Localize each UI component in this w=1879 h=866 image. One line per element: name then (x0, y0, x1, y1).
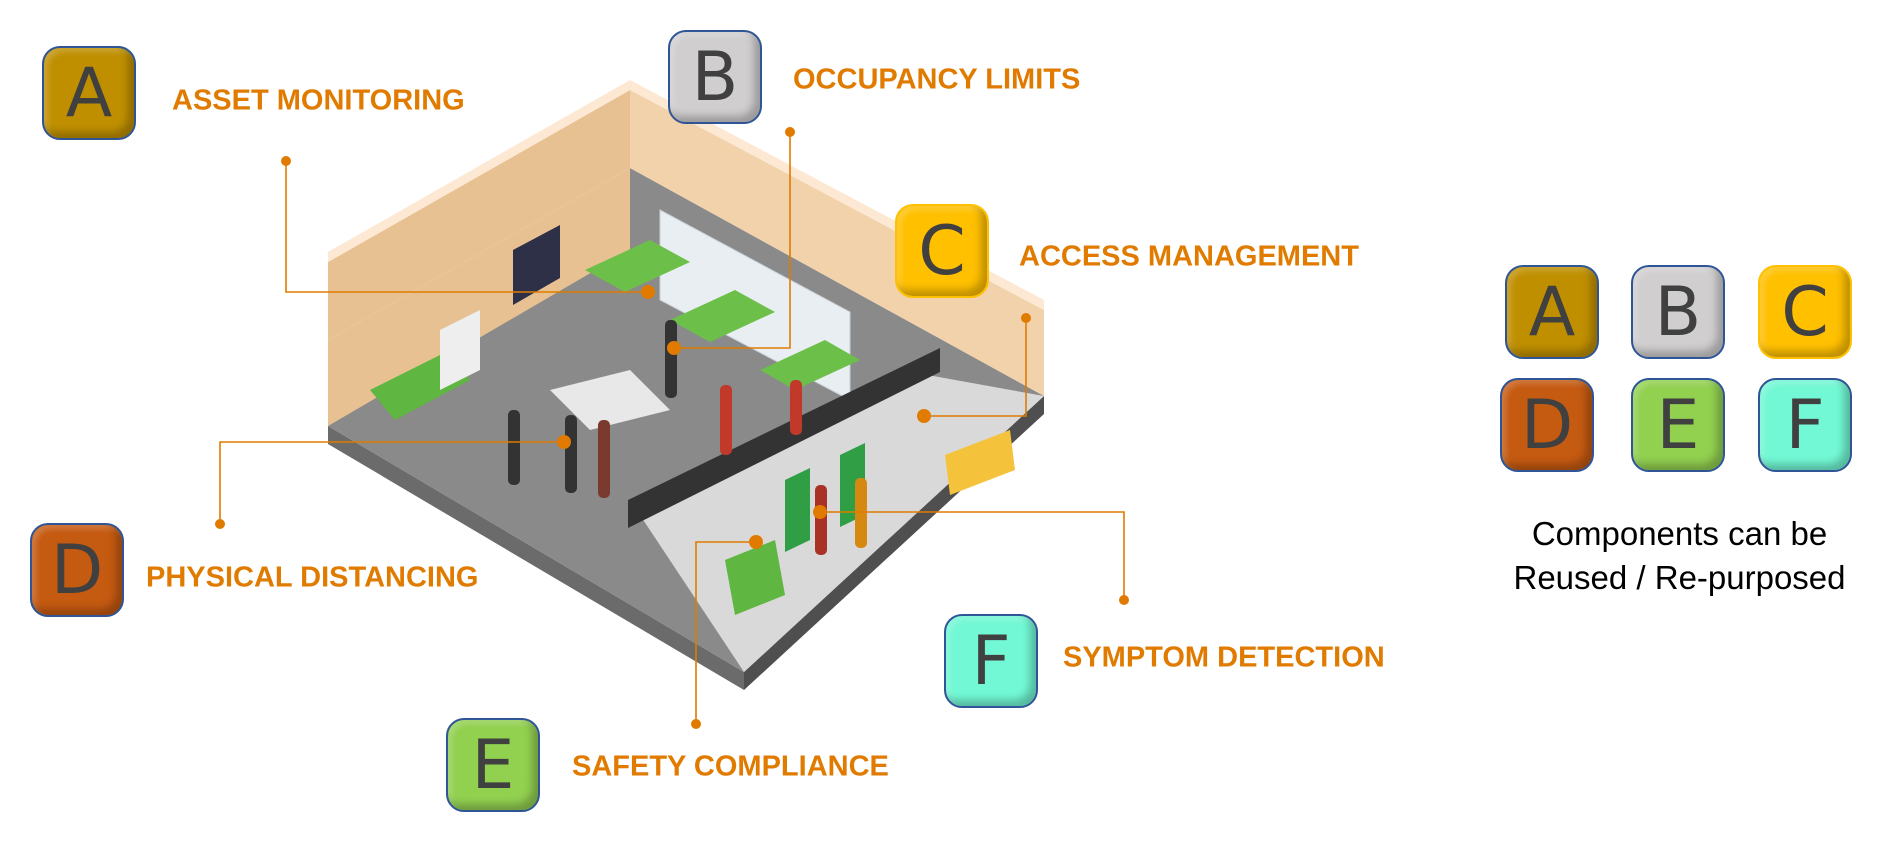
leader-lines (219, 132, 1125, 724)
planter-bench (945, 430, 1015, 495)
legend-b-badge: B (1631, 265, 1725, 359)
back-right-wall (630, 90, 1044, 396)
people (508, 320, 867, 555)
component-f-label: SYMPTOM DETECTION (1063, 641, 1385, 674)
security-desk (725, 540, 785, 615)
desks (585, 240, 860, 390)
component-c-label: ACCESS MANAGEMENT (1019, 240, 1359, 273)
wall-display (513, 225, 560, 305)
component-c-badge: C (895, 204, 989, 298)
component-b-badge: B (668, 30, 762, 124)
component-b-label: OCCUPANCY LIMITS (793, 63, 1081, 96)
back-left-wall-upper (328, 90, 630, 340)
component-f-badge: F (944, 614, 1038, 708)
component-d-label: PHYSICAL DISTANCING (146, 561, 479, 594)
kiosk (785, 468, 810, 552)
component-a-label: ASSET MONITORING (172, 84, 465, 117)
bench (550, 370, 670, 430)
legend-c-badge: C (1758, 265, 1852, 359)
floor-slab-left (328, 426, 744, 690)
component-e-label: SAFETY COMPLIANCE (572, 750, 889, 783)
component-a-badge: A (42, 46, 136, 140)
legend-f-badge: F (1758, 378, 1852, 472)
legend-a-badge: A (1505, 265, 1599, 359)
component-d-badge: D (30, 523, 124, 617)
component-e-badge: E (446, 718, 540, 812)
shelf (440, 310, 480, 390)
legend-d-badge: D (1500, 378, 1594, 472)
legend-caption-line2: Reused / Re-purposed (1513, 559, 1846, 596)
partition (628, 348, 940, 528)
leader-dots (215, 127, 1129, 729)
legend-e-badge: E (1631, 378, 1725, 472)
legend-caption-line1: Components can be (1531, 515, 1828, 552)
